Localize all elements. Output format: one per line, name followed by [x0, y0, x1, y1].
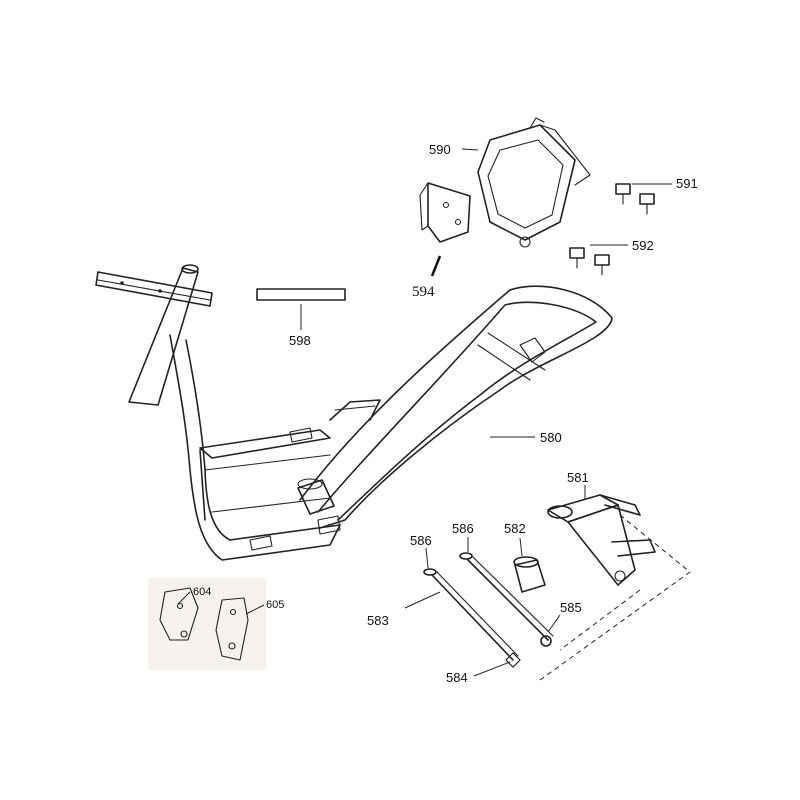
label-580: 580 — [540, 430, 562, 445]
rear-mount-581 — [547, 494, 656, 586]
label-594: 594 — [412, 284, 435, 300]
label-583: 583 — [367, 613, 389, 628]
bolt-584 — [459, 552, 554, 641]
label-586a: 586 — [410, 533, 432, 548]
label-584: 584 — [446, 670, 468, 685]
nut-585 — [540, 635, 552, 647]
bolts-592 — [569, 247, 610, 276]
strip-598 — [256, 288, 346, 301]
frame-580 — [95, 264, 613, 561]
label-590: 590 — [429, 142, 451, 157]
label-591: 591 — [676, 176, 698, 191]
label-598: 598 — [289, 333, 311, 348]
bracket-590 — [477, 117, 591, 248]
label-586b: 586 — [452, 521, 474, 536]
label-592: 592 — [632, 238, 654, 253]
plate-594 — [419, 182, 471, 243]
label-582: 582 — [504, 521, 526, 536]
bolts-591 — [615, 183, 655, 215]
assembly-line — [559, 589, 641, 651]
label-604: 604 — [193, 586, 211, 598]
spacer-582 — [513, 556, 546, 593]
bolt-583 — [423, 568, 521, 668]
label-605: 605 — [266, 599, 284, 611]
label-581: 581 — [567, 470, 589, 485]
inset-plates — [148, 578, 266, 670]
leaders — [177, 148, 672, 677]
label-585: 585 — [560, 600, 582, 615]
assembly-line — [539, 514, 691, 681]
